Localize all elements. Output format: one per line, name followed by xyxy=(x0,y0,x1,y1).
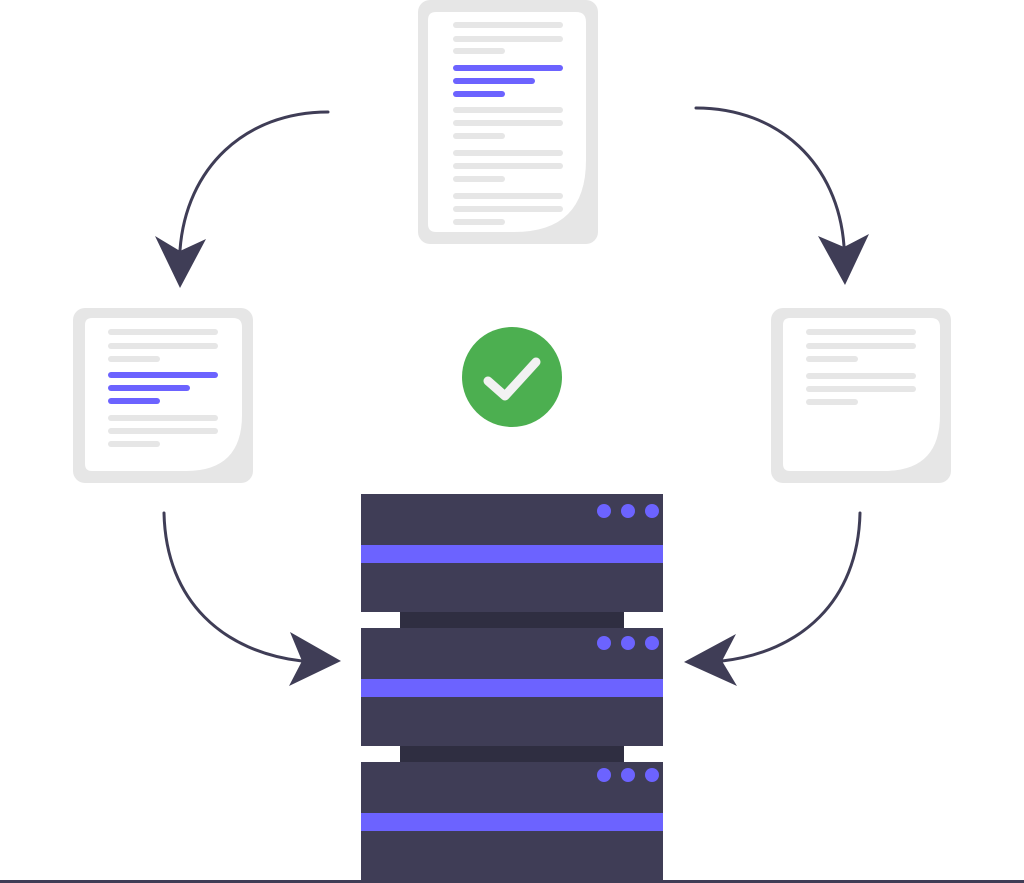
copy-document-right xyxy=(771,308,951,483)
server-unit xyxy=(361,762,663,883)
check-badge xyxy=(462,327,562,427)
document-text-lines xyxy=(108,329,218,447)
ground-line xyxy=(0,880,1024,883)
server-stripe xyxy=(361,679,663,697)
curved-arrow-icon xyxy=(694,106,869,285)
server-stripe xyxy=(361,545,663,563)
document-page xyxy=(783,318,940,471)
server-spacer xyxy=(400,612,624,630)
sync-arrows xyxy=(155,106,869,686)
source-document xyxy=(418,0,598,244)
indicator-light xyxy=(645,504,659,518)
indicator-light xyxy=(645,768,659,782)
copy-document-left xyxy=(73,308,253,483)
curved-arrow-icon xyxy=(684,511,862,686)
server-spacer xyxy=(400,746,624,764)
indicator-light xyxy=(621,768,635,782)
indicator-light xyxy=(597,504,611,518)
indicator-light xyxy=(597,636,611,650)
server-unit xyxy=(361,494,663,612)
document-text-lines xyxy=(806,329,916,405)
curved-arrow-icon xyxy=(162,511,341,686)
check-icon xyxy=(483,357,541,401)
server-stripe xyxy=(361,813,663,831)
server-unit xyxy=(361,628,663,746)
indicator-light xyxy=(597,768,611,782)
document-text-lines xyxy=(453,22,563,225)
document-page xyxy=(85,318,242,471)
indicator-light xyxy=(621,636,635,650)
indicator-light xyxy=(621,504,635,518)
curved-arrow-icon xyxy=(155,110,330,288)
success-checkmark xyxy=(462,327,562,427)
server-rack xyxy=(361,494,663,883)
indicator-light xyxy=(645,636,659,650)
